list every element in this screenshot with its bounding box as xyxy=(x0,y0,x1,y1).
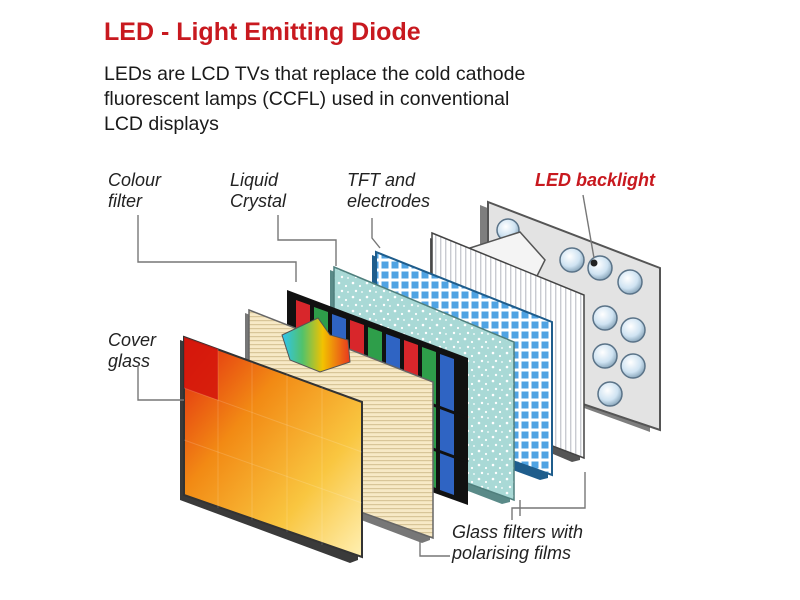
leader-liquid-crystal xyxy=(277,215,337,266)
label-line: Colour xyxy=(108,170,162,190)
leader-dot xyxy=(590,259,598,267)
leader-colour-filter xyxy=(137,215,297,282)
light-arrow-colour xyxy=(281,317,351,373)
label-liquid-crystal: Liquid Crystal xyxy=(230,170,286,212)
label-colour-filter: Colour filter xyxy=(108,170,161,212)
description: LEDs are LCD TVs that replace the cold c… xyxy=(104,62,704,137)
label-line: Glass filters with xyxy=(452,522,584,542)
label-glass-filters: Glass filters with polarising films xyxy=(452,522,583,564)
leader-cover-glass xyxy=(137,365,184,401)
description-line: LCD displays xyxy=(104,113,219,135)
leader-tft xyxy=(371,218,381,249)
label-cover-glass: Cover glass xyxy=(108,330,156,372)
label-line: electrodes xyxy=(347,191,431,211)
leader-glass-filters-b xyxy=(511,472,586,520)
label-line: Crystal xyxy=(230,191,287,211)
leader-glass-filters xyxy=(419,540,450,557)
label-line: glass xyxy=(108,351,151,371)
description-line: fluorescent lamps (CCFL) used in convent… xyxy=(104,88,510,110)
label-led-backlight: LED backlight xyxy=(535,170,656,190)
label-line: polarising films xyxy=(452,543,572,563)
label-line: Cover xyxy=(108,330,157,350)
label-line: filter xyxy=(108,191,143,211)
label-line: TFT and xyxy=(347,170,416,190)
description-line: LEDs are LCD TVs that replace the cold c… xyxy=(104,63,526,85)
label-line: Liquid xyxy=(230,170,279,190)
cover-glass-panel xyxy=(180,335,363,563)
leader-led-backlight xyxy=(582,194,595,259)
diagram-title: LED - Light Emitting Diode xyxy=(104,18,421,46)
leader-lines xyxy=(137,194,598,557)
label-tft-electrodes: TFT and electrodes xyxy=(347,170,430,212)
